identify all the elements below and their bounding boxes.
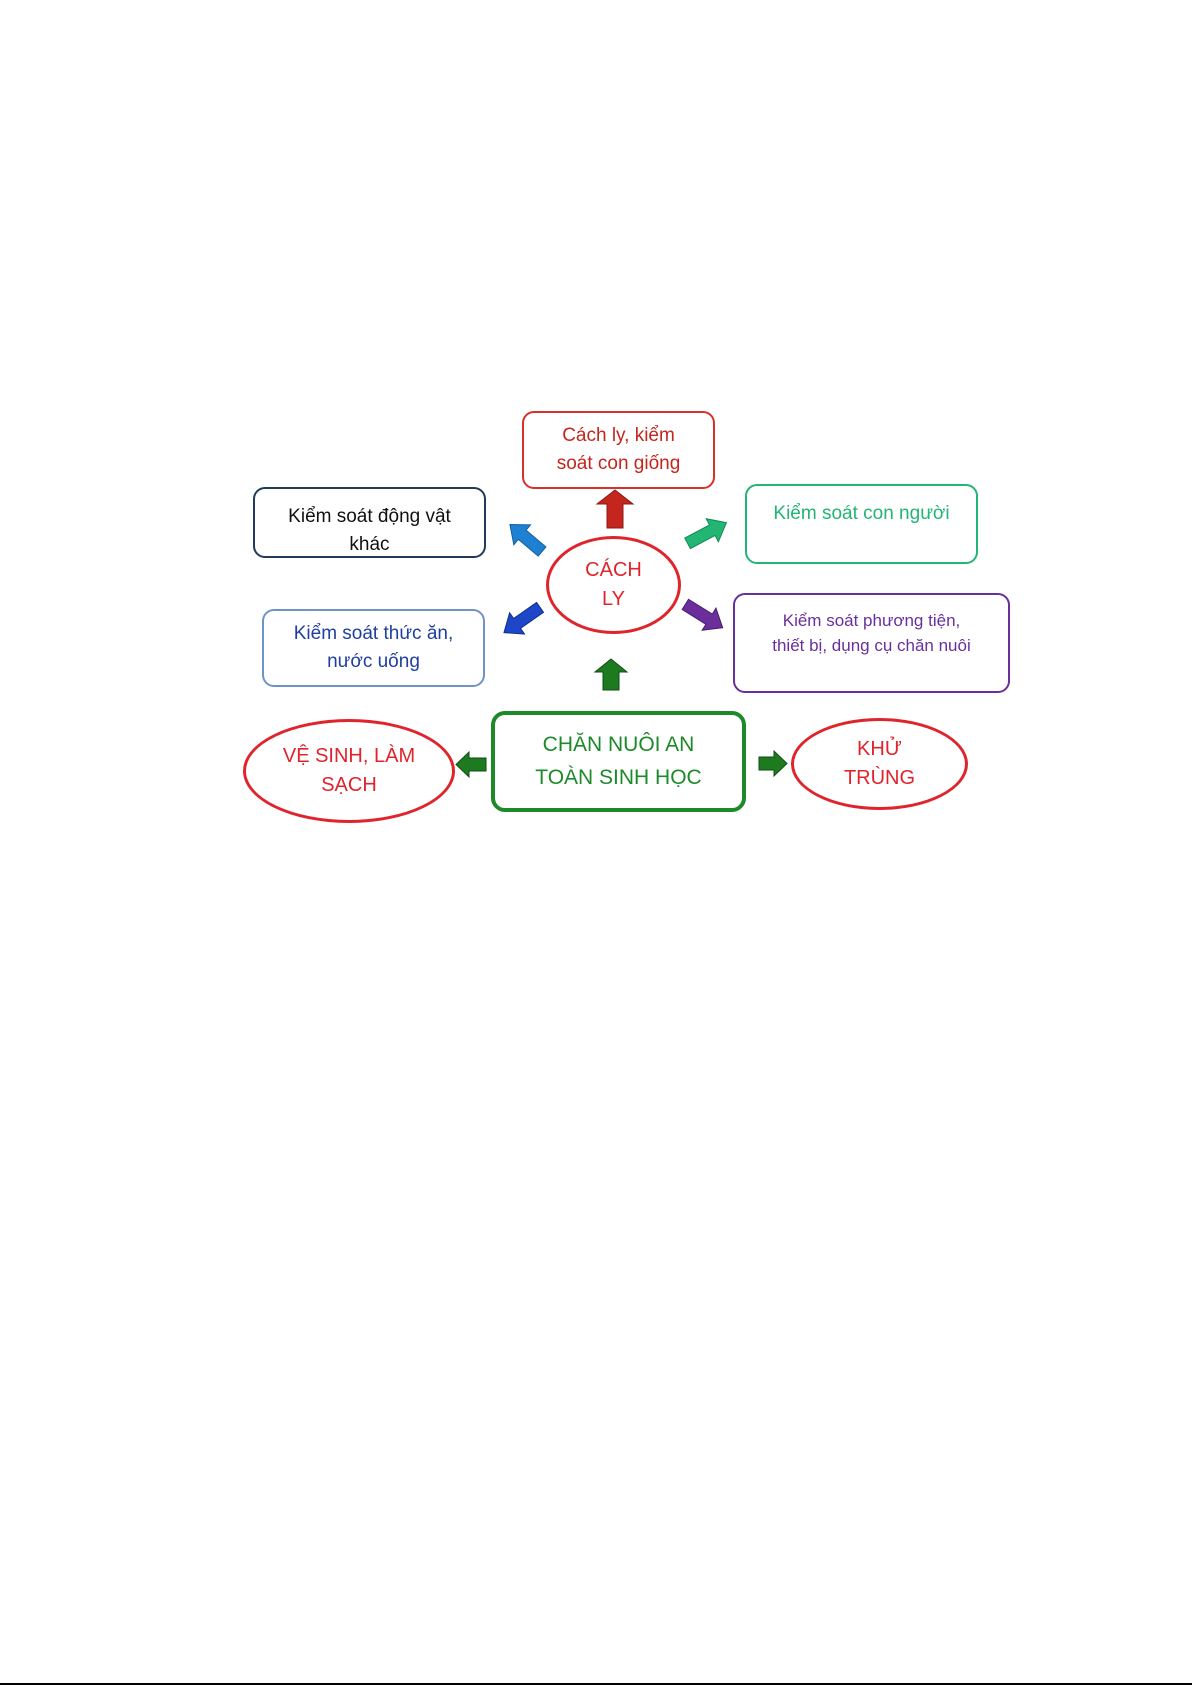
animal-control-line2: khác bbox=[288, 531, 451, 558]
disinfection-line1: KHỬ bbox=[844, 735, 915, 764]
arrow-blue-dark bbox=[497, 597, 548, 644]
arrow-up-green bbox=[595, 659, 627, 690]
equipment-control-line1: Kiểm soát phương tiện, bbox=[772, 609, 970, 634]
disinfection-line2: TRÙNG bbox=[844, 764, 915, 793]
biosecurity-line1: CHĂN NUÔI AN bbox=[535, 729, 701, 762]
feed-control-line1: Kiểm soát thức ăn, bbox=[294, 620, 454, 648]
arrow-blue-light-shape bbox=[502, 515, 551, 562]
breeding-control-line1: Cách ly, kiểm bbox=[557, 422, 681, 450]
human-control-box: Kiểm soát con người bbox=[745, 484, 978, 564]
equipment-control-line2: thiết bị, dụng cụ chăn nuôi bbox=[772, 634, 970, 659]
arrow-up-red bbox=[597, 490, 633, 528]
isolation-oval: CÁCH LY bbox=[546, 536, 681, 634]
biosecurity-line2: TOÀN SINH HỌC bbox=[535, 762, 701, 795]
hygiene-line2: SẠCH bbox=[283, 771, 415, 800]
disinfection-oval: KHỬ TRÙNG bbox=[791, 718, 968, 810]
biosecurity-center-box: CHĂN NUÔI AN TOÀN SINH HỌC bbox=[491, 711, 746, 812]
arrow-blue-light bbox=[502, 515, 551, 562]
arrow-left-green bbox=[456, 752, 486, 777]
animal-control-line1: Kiểm soát động vật bbox=[288, 503, 451, 531]
arrow-blue-dark-shape bbox=[497, 597, 548, 644]
isolation-line2: LY bbox=[585, 585, 642, 614]
breeding-control-line2: soát con giống bbox=[557, 450, 681, 478]
feed-control-box: Kiểm soát thức ăn, nước uống bbox=[262, 609, 485, 687]
feed-control-line2: nước uống bbox=[294, 648, 454, 676]
breeding-control-box: Cách ly, kiểm soát con giống bbox=[522, 411, 715, 489]
animal-control-box: Kiểm soát động vật khác bbox=[253, 487, 486, 558]
arrow-green-light-shape bbox=[681, 511, 732, 555]
human-control-text: Kiểm soát con người bbox=[773, 500, 949, 528]
arrow-right-green-shape bbox=[759, 751, 787, 776]
hygiene-oval: VỆ SINH, LÀM SẠCH bbox=[243, 719, 455, 823]
equipment-control-box: Kiểm soát phương tiện, thiết bị, dụng cụ… bbox=[733, 593, 1010, 693]
isolation-line1: CÁCH bbox=[585, 556, 642, 585]
arrow-left-green-shape bbox=[456, 752, 486, 777]
arrow-purple-shape bbox=[678, 593, 729, 638]
arrow-purple bbox=[678, 593, 729, 638]
arrow-right-green bbox=[759, 751, 787, 776]
hygiene-line1: VỆ SINH, LÀM bbox=[283, 742, 415, 771]
arrow-up-red-shape bbox=[597, 490, 633, 528]
arrow-green-light bbox=[681, 511, 732, 555]
arrow-up-green-shape bbox=[595, 659, 627, 690]
